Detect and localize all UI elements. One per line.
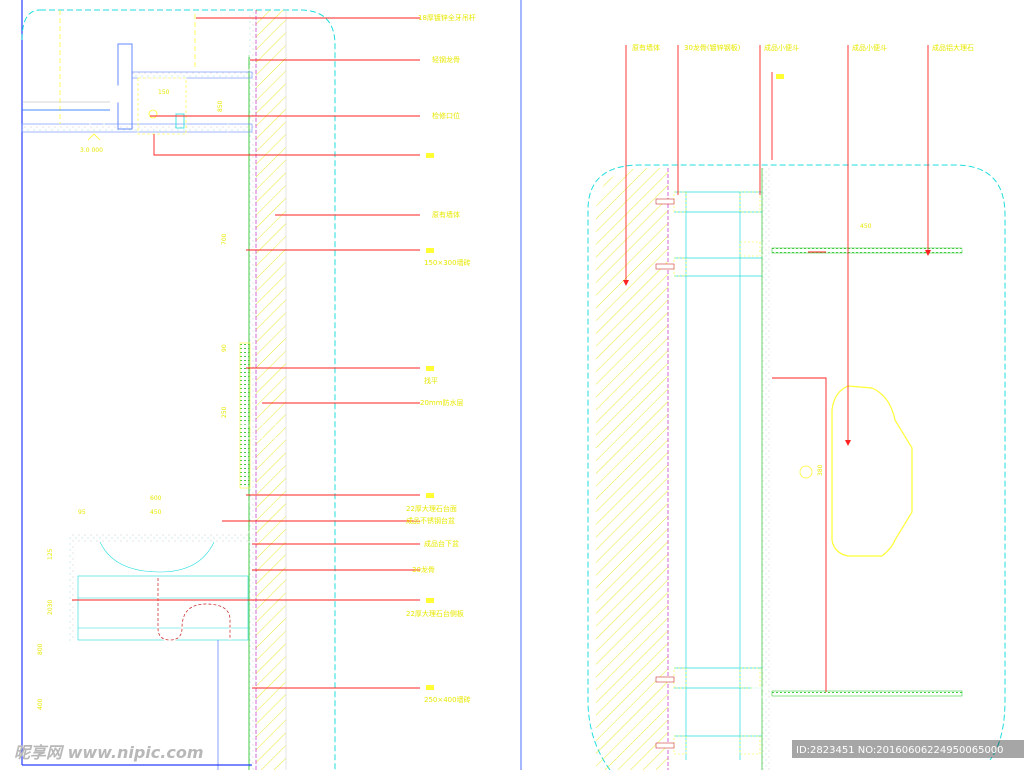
- label-right-urinal-a: 成品小便斗: [764, 43, 799, 52]
- urinal-outline: [831, 385, 913, 557]
- dim-400: 400: [37, 698, 44, 710]
- drain-hole: [799, 465, 813, 479]
- partition-bottom: [771, 690, 963, 697]
- dim-90: 90: [221, 344, 228, 352]
- trap-pipe: [156, 578, 232, 642]
- watermark: 昵享网 www.nipic.com: [14, 743, 204, 762]
- dim-450: 450: [150, 509, 162, 516]
- dim-125: 125: [47, 548, 54, 560]
- left-frame-corner: [21, 9, 41, 41]
- id-bar: [792, 740, 1024, 758]
- dim-800: 800: [37, 643, 44, 655]
- label-leveling: 找平: [424, 376, 438, 385]
- label-existing-wall: 原有墙体: [432, 210, 460, 219]
- label-steel-basin: 成品不锈钢台盆: [406, 516, 455, 525]
- left-frame-right: [40, 9, 336, 770]
- partition-top: [771, 247, 963, 254]
- dim-150: 150: [158, 89, 170, 96]
- label-right-marble: 成品铝大理石: [932, 43, 974, 52]
- label-wall-tile-b: 250×400墙砖: [424, 695, 471, 704]
- label-right-existing-wall: 原有墙体: [632, 43, 660, 52]
- label-hanger-rod: 18厚镀锌全牙吊杆: [418, 13, 476, 22]
- counter-side-panel: [67, 541, 77, 643]
- label-right-keel: 30龙骨(镀锌钢板): [684, 43, 741, 52]
- dim-right-380: 380: [817, 464, 824, 476]
- dim-95: 95: [78, 509, 86, 516]
- dim-250: 250: [221, 406, 228, 418]
- label-marble-side: 22厚大理石台侧板: [406, 609, 464, 618]
- elevation-tag: 3.0 000: [80, 147, 103, 154]
- right-finish-layer: [762, 168, 772, 770]
- faucet: [199, 508, 223, 531]
- label-undermount: 成品台下盆: [424, 539, 459, 548]
- dim-right-450: 450: [860, 223, 872, 230]
- dim-850: 850: [217, 100, 224, 112]
- left-wall-finish: [249, 10, 257, 770]
- left-wall-hatch: [256, 10, 286, 770]
- label-access-port: 检修口位: [432, 111, 460, 120]
- right-wall-hatch: [596, 168, 668, 770]
- basin: [95, 541, 219, 579]
- left-drawing: 150 850 3.0 000 700 90 250 600 450 95: [21, 9, 476, 770]
- right-drawing: 450 380 原有墙体 30龙骨(镀锌钢板) 成品小便斗: [587, 43, 1006, 770]
- dim-600: 600: [150, 495, 162, 502]
- label-keel-30: 30龙骨: [412, 565, 435, 574]
- dim-700: 700: [221, 233, 228, 245]
- label-keel: 轻钢龙骨: [432, 55, 460, 64]
- label-wall-tile-a: 150×300墙砖: [424, 258, 471, 267]
- label-waterproof: 20mm防水层: [420, 398, 464, 407]
- right-frame: [587, 164, 1006, 770]
- countertop: [67, 531, 253, 543]
- label-marble-top: 22厚大理石台面: [406, 504, 457, 513]
- label-right-urinal-b: 成品小便斗: [852, 43, 887, 52]
- id-text: ID:2823451 NO:20160606224950065000: [796, 745, 1004, 756]
- dim-2030: 2030: [47, 600, 54, 615]
